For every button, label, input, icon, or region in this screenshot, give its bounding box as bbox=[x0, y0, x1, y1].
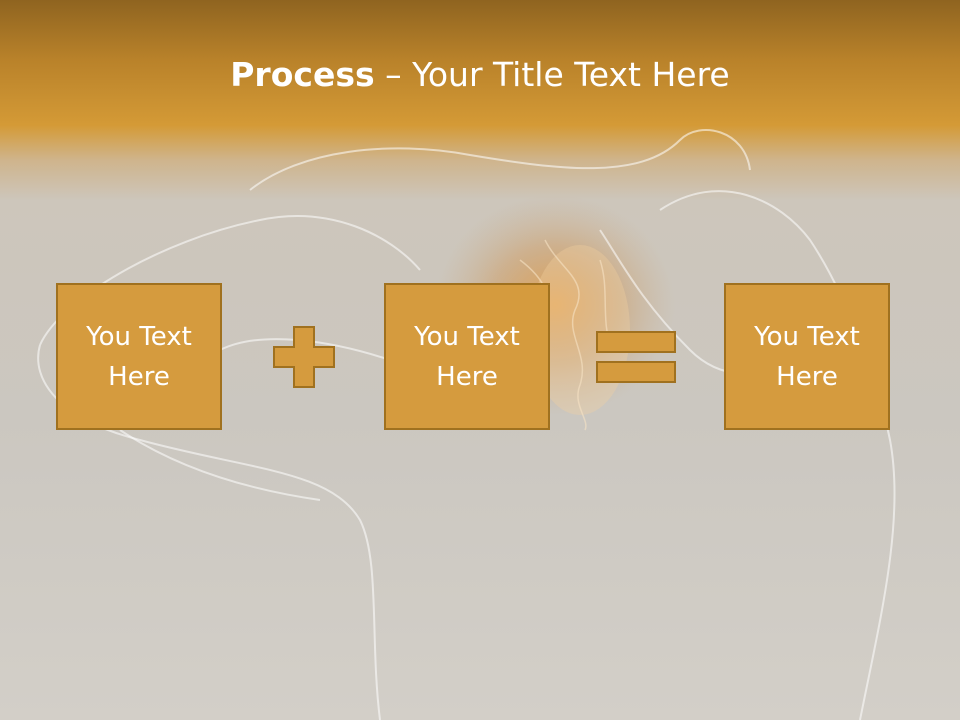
process-box-3-text: You Text Here bbox=[754, 321, 860, 392]
process-box-1[interactable]: You Text Here bbox=[56, 283, 222, 430]
process-box-1-text: You Text Here bbox=[86, 321, 192, 392]
plus-icon bbox=[273, 326, 335, 388]
equals-icon bbox=[596, 331, 676, 383]
process-box-3[interactable]: You Text Here bbox=[724, 283, 890, 430]
process-box-2[interactable]: You Text Here bbox=[384, 283, 550, 430]
title-bold: Process bbox=[230, 55, 375, 94]
slide-title: Process – Your Title Text Here bbox=[0, 52, 960, 98]
process-box-2-text: You Text Here bbox=[414, 321, 520, 392]
title-rest: – Your Title Text Here bbox=[374, 55, 730, 94]
